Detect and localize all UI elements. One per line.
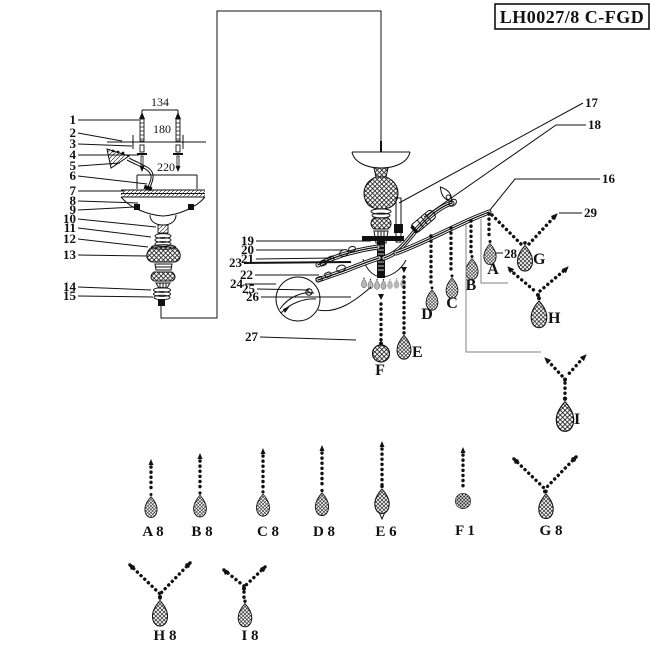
pendant-label-d: D xyxy=(421,306,433,323)
callout-3: 3 xyxy=(70,136,77,151)
callout-5: 5 xyxy=(70,158,77,173)
canopy-nut-left xyxy=(134,204,140,210)
pendant-string-d: D xyxy=(421,234,439,323)
legend-item-b: B 8 xyxy=(191,453,213,540)
pendant-string-e: E xyxy=(396,267,423,361)
ceiling-mount-detail: 134 180 220 xyxy=(63,95,206,306)
callouts-right: 17 18 16 29 28 xyxy=(398,95,616,261)
mounting-bar xyxy=(107,135,206,149)
callout-10: 10 xyxy=(63,211,76,226)
legend-label-b: B 8 xyxy=(191,524,212,540)
legend-label-i: I 8 xyxy=(241,628,258,644)
pendant-string-a: A xyxy=(483,212,499,278)
dimension-220-value: 220 xyxy=(157,160,175,174)
garland-h: H xyxy=(507,266,569,329)
lamp-socket xyxy=(410,209,436,234)
callout-21: 21 xyxy=(241,251,254,266)
legend-label-f: F 1 xyxy=(455,523,475,539)
bobeche-crystals xyxy=(361,276,406,290)
callout-14: 14 xyxy=(63,279,77,294)
callouts-middle: 19 20 21 23 22 24 25 26 27 xyxy=(229,233,371,344)
pendant-string-c: C xyxy=(445,226,459,312)
parts-legend: A 8 B 8 C 8 D 8 E 6 xyxy=(128,441,578,644)
chandelier-body: A B C D E F xyxy=(275,141,499,379)
callout-1: 1 xyxy=(70,112,77,127)
callout-26: 26 xyxy=(246,289,260,304)
dimension-180-value: 180 xyxy=(153,122,171,136)
garlands-right: G H I xyxy=(465,213,587,432)
legend-item-e: E 6 xyxy=(374,441,397,540)
pendant-label-h: H xyxy=(548,310,561,327)
legend-label-c: C 8 xyxy=(257,524,279,540)
callout-11: 11 xyxy=(64,220,76,235)
legend-item-g: G 8 xyxy=(512,455,578,539)
wire-route xyxy=(160,10,382,319)
pendant-label-a: A xyxy=(487,261,499,278)
pendant-string-f: F xyxy=(371,294,391,379)
pendant-label-g: G xyxy=(533,251,546,268)
legend-item-h: H 8 xyxy=(128,561,192,644)
legend-label-d: D 8 xyxy=(313,524,335,540)
callout-7: 7 xyxy=(70,183,77,198)
callout-9: 9 xyxy=(70,202,77,217)
legend-label-h: H 8 xyxy=(154,628,177,644)
pendant-string-b: B xyxy=(465,219,479,294)
model-number: LH0027/8 C-FGD xyxy=(500,7,645,27)
legend-label-g: G 8 xyxy=(540,523,563,539)
callout-24: 24 xyxy=(230,276,244,291)
callouts-left: 1 2 3 4 5 6 7 8 9 10 11 12 13 14 15 xyxy=(63,112,157,303)
callout-17: 17 xyxy=(585,95,599,110)
legend-item-i: I 8 xyxy=(222,565,267,644)
dimension-134: 134 xyxy=(141,95,179,116)
callout-25: 25 xyxy=(242,281,256,296)
ceiling-canopy xyxy=(120,189,206,226)
legend-item-c: C 8 xyxy=(256,448,279,540)
callout-4: 4 xyxy=(70,147,77,162)
callout-28: 28 xyxy=(504,246,518,261)
callout-29: 29 xyxy=(584,205,598,220)
threaded-pipe xyxy=(394,197,403,243)
column-stem xyxy=(158,299,165,306)
glass-column xyxy=(363,167,399,244)
callout-6: 6 xyxy=(70,168,77,183)
right-arm-scroll xyxy=(396,212,489,253)
top-canopy xyxy=(351,141,411,169)
title-block: LH0027/8 C-FGD xyxy=(494,3,650,30)
callout-15: 15 xyxy=(63,288,77,303)
pendant-label-c: C xyxy=(446,295,458,312)
callout-16: 16 xyxy=(602,171,616,186)
callout-23: 23 xyxy=(229,255,243,270)
detail-circle xyxy=(275,276,372,322)
legend-item-d: D 8 xyxy=(313,445,335,540)
legend-item-f: F 1 xyxy=(455,447,475,539)
dimension-134-value: 134 xyxy=(151,95,169,109)
threaded-nipple xyxy=(157,224,169,234)
garland-g: G xyxy=(490,213,558,272)
callout-22: 22 xyxy=(240,267,253,282)
garland-i: I xyxy=(544,354,587,432)
callout-18: 18 xyxy=(588,117,602,132)
pendant-label-b: B xyxy=(466,277,477,294)
callout-13: 13 xyxy=(63,247,77,262)
dimension-220: 220 xyxy=(136,160,198,189)
pendant-label-f: F xyxy=(375,362,385,379)
column-detail xyxy=(146,224,181,306)
pendant-label-i: I xyxy=(574,411,580,428)
callout-19: 19 xyxy=(241,233,255,248)
legend-item-a: A 8 xyxy=(142,459,164,540)
callout-8: 8 xyxy=(70,193,77,208)
callout-2: 2 xyxy=(70,125,77,140)
callout-12: 12 xyxy=(63,231,76,246)
crystal-ball-f xyxy=(371,344,391,363)
legend-label-e: E 6 xyxy=(375,524,397,540)
pendant-label-e: E xyxy=(412,344,423,361)
canopy-nut-right xyxy=(188,204,194,210)
legend-label-a: A 8 xyxy=(142,524,163,540)
callout-20: 20 xyxy=(241,242,254,257)
callout-27: 27 xyxy=(245,329,259,344)
